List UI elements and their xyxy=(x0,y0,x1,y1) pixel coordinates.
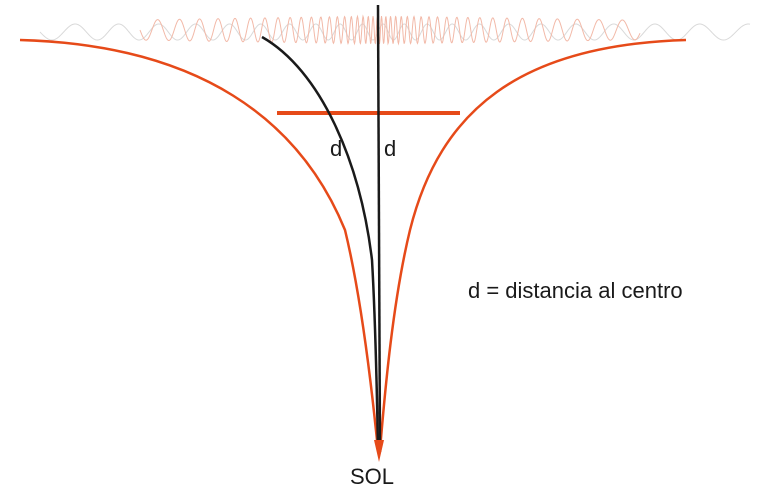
distance-label-right: d xyxy=(384,136,397,161)
funnel-tip xyxy=(374,440,384,462)
curved-path-line xyxy=(261,35,380,451)
wave-line-faint xyxy=(39,23,751,41)
distance-label-left: d xyxy=(330,136,343,161)
legend-text: d = distancia al centro xyxy=(468,278,683,303)
center-axis-line xyxy=(376,4,382,453)
funnel-curve-left xyxy=(19,38,380,451)
funnel-curve-right xyxy=(378,38,687,451)
sun-label: SOL xyxy=(350,464,395,489)
wave-line xyxy=(139,14,641,46)
